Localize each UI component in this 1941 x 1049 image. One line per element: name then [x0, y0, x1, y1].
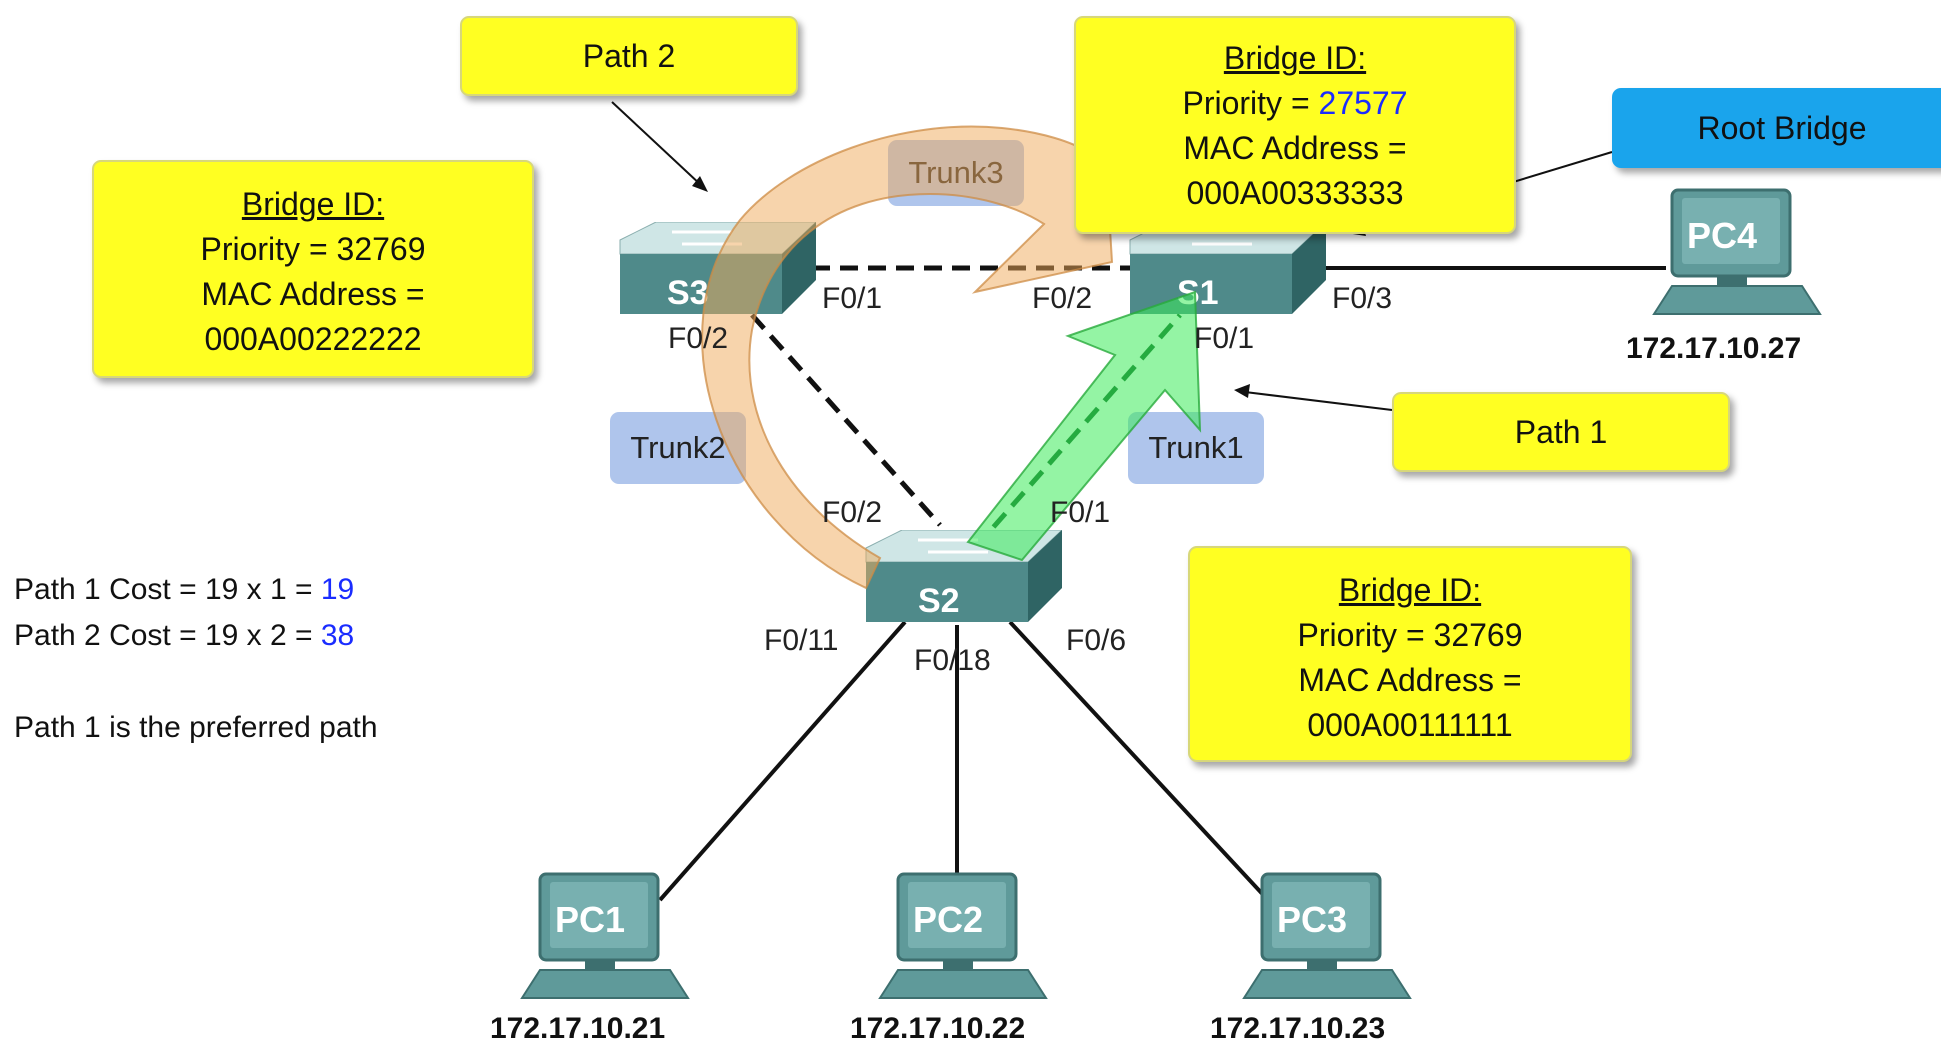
link-s2-pc1 — [658, 620, 907, 902]
path2-pointer — [611, 101, 703, 187]
computer-icon: PC1 — [520, 872, 690, 999]
computer-icon: PC2 — [878, 872, 1048, 999]
pc-4-ip: 172.17.10.27 — [1626, 332, 1802, 365]
pc-2[interactable]: PC2 — [878, 872, 1048, 1009]
path1-callout: Path 1 — [1392, 392, 1730, 472]
pc-3-ip: 172.17.10.23 — [1210, 1012, 1386, 1045]
path1-cost: Path 1 Cost = 19 x 1 = 19 — [14, 568, 354, 612]
path1-callout-text: Path 1 — [1514, 414, 1608, 450]
bridge-id-s3-mac: 000A00222222 — [204, 321, 422, 357]
path2-cost-label: Path 2 Cost = 19 x 2 = — [14, 619, 321, 652]
pc-3[interactable]: PC3 — [1242, 872, 1412, 1009]
path2-callout: Path 2 — [460, 16, 798, 96]
bridge-id-s2-mac-label: MAC Address = — [1298, 662, 1522, 698]
bridge-id-s1-mac-label: MAC Address = — [1183, 130, 1407, 166]
bridge-id-s3: Bridge ID: Priority = 32769 MAC Address … — [92, 160, 534, 378]
port-s2-f06: F0/6 — [1066, 624, 1127, 657]
pc-4[interactable]: PC4 — [1652, 188, 1822, 325]
path1-cost-value: 19 — [320, 573, 355, 606]
pc-3-label: PC3 — [1277, 899, 1347, 940]
port-s2-f011: F0/11 — [764, 624, 839, 657]
computer-icon: PC4 — [1652, 188, 1822, 315]
bridge-id-s1-title: Bridge ID: — [1223, 40, 1367, 76]
switch-s2-label: S2 — [918, 582, 960, 620]
pc-2-label: PC2 — [913, 899, 983, 940]
bridge-id-s3-priority: 32769 — [336, 231, 426, 267]
bridge-id-s1-mac: 000A00333333 — [1186, 175, 1404, 211]
port-s1-f01: F0/1 — [1194, 322, 1255, 355]
pc-1-label: PC1 — [555, 899, 625, 940]
link-s2-pc3 — [1008, 620, 1270, 902]
pc-1[interactable]: PC1 — [520, 872, 690, 1009]
path2-callout-text: Path 2 — [582, 38, 676, 74]
bridge-id-s1-priority-label: Priority = — [1182, 85, 1319, 121]
path1-cost-label: Path 1 Cost = 19 x 1 = — [14, 573, 321, 606]
path2-cost-value: 38 — [320, 619, 355, 652]
bridge-id-s1: Bridge ID: Priority = 27577 MAC Address … — [1074, 16, 1516, 234]
bridge-id-s2-priority-line: Priority = 32769 — [1190, 613, 1630, 658]
bridge-id-s2-mac: 000A00111111 — [1307, 707, 1513, 743]
switch-s3-label: S3 — [667, 274, 709, 312]
path2-cost: Path 2 Cost = 19 x 2 = 38 — [14, 614, 354, 658]
bridge-id-s1-priority-line: Priority = 27577 — [1076, 81, 1514, 126]
trunk2-label: Trunk2 — [610, 412, 746, 484]
pc-4-label: PC4 — [1687, 215, 1757, 256]
bridge-id-s3-priority-label: Priority = — [200, 231, 337, 267]
port-s1-f02: F0/2 — [1032, 282, 1093, 315]
bridge-id-s2: Bridge ID: Priority = 32769 MAC Address … — [1188, 546, 1632, 762]
pc-1-ip: 172.17.10.21 — [490, 1012, 666, 1045]
link-s3-s2 — [750, 313, 942, 527]
bridge-id-s2-title: Bridge ID: — [1338, 572, 1482, 608]
bridge-id-s2-priority-label: Priority = — [1297, 617, 1434, 653]
port-s2-f01: F0/1 — [1050, 496, 1111, 529]
port-s2-f018: F0/18 — [914, 644, 991, 677]
port-s1-f03: F0/3 — [1332, 282, 1393, 315]
pc-2-ip: 172.17.10.22 — [850, 1012, 1026, 1045]
path1-arrow — [966, 290, 1202, 562]
bridge-id-s3-title: Bridge ID: — [241, 186, 385, 222]
root-bridge-label: Root Bridge — [1612, 88, 1941, 168]
port-s2-f02: F0/2 — [822, 496, 883, 529]
preferred-path-note: Path 1 is the preferred path — [14, 711, 378, 744]
bridge-id-s3-mac-label: MAC Address = — [201, 276, 425, 312]
computer-icon: PC3 — [1242, 872, 1412, 999]
root-bridge-text: Root Bridge — [1697, 110, 1867, 146]
port-s3-f01: F0/1 — [822, 282, 883, 315]
bridge-id-s3-priority-line: Priority = 32769 — [94, 227, 532, 272]
path2-pointer-head — [692, 176, 708, 192]
path1-pointer-head — [1234, 384, 1250, 398]
port-s3-f02: F0/2 — [668, 322, 729, 355]
bridge-id-s2-priority: 32769 — [1433, 617, 1523, 653]
path1-pointer — [1244, 391, 1393, 411]
bridge-id-s1-priority: 27577 — [1318, 85, 1408, 121]
